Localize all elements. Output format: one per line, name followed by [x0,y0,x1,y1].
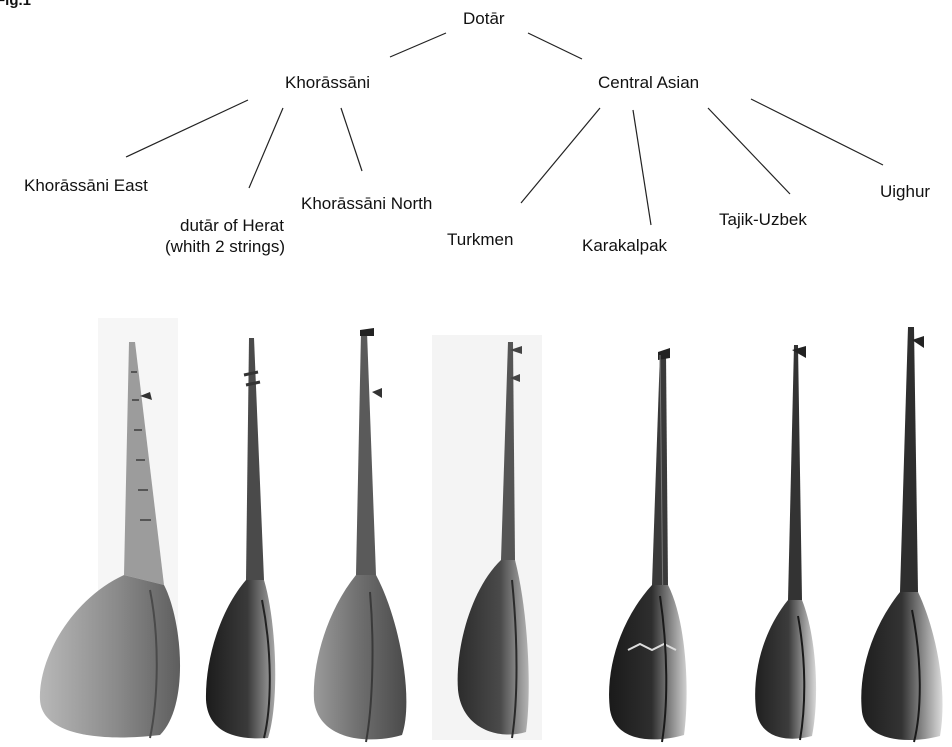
instrument-tajik-uzbek [755,345,816,740]
edge-central-karakalpak [633,110,651,225]
instrument-herat [206,338,275,738]
tree-connectors [0,0,952,300]
tree-leaf-herat: dutār of Herat (whith 2 strings) [165,215,285,257]
tree-leaf-khorassani-east: Khorāssāni East [24,175,148,196]
instrument-photos [0,300,952,747]
instrument-turkmen [432,335,542,740]
edge-root-khorassani [390,33,446,57]
edge-khorassani-east [126,100,248,157]
edge-central-turkmen [521,108,600,203]
instrument-karakalpak [609,348,687,742]
edge-root-central-asian [528,33,582,59]
instrument-khorassani-east [40,318,180,738]
tree-node-khorassani: Khorāssāni [285,72,370,93]
edge-central-uighur [751,99,883,165]
tree-node-central-asian: Central Asian [598,72,699,93]
edge-khorassani-north [341,108,362,171]
tree-leaf-karakalpak: Karakalpak [582,235,667,256]
herat-label-line1: dutār of Herat [165,215,285,236]
tree-leaf-khorassani-north: Khorāssāni North [301,193,432,214]
instrument-uighur [861,327,942,742]
tree-root-dotar: Dotār [463,8,505,29]
edge-central-tajik [708,108,790,194]
tree-leaf-tajik-uzbek: Tajik-Uzbek [719,209,807,230]
tree-leaf-turkmen: Turkmen [447,229,513,250]
herat-label-line2: (whith 2 strings) [165,236,285,257]
edge-khorassani-herat [249,108,283,188]
instrument-khorassani-north [314,328,407,742]
tree-leaf-uighur: Uighur [880,181,930,202]
